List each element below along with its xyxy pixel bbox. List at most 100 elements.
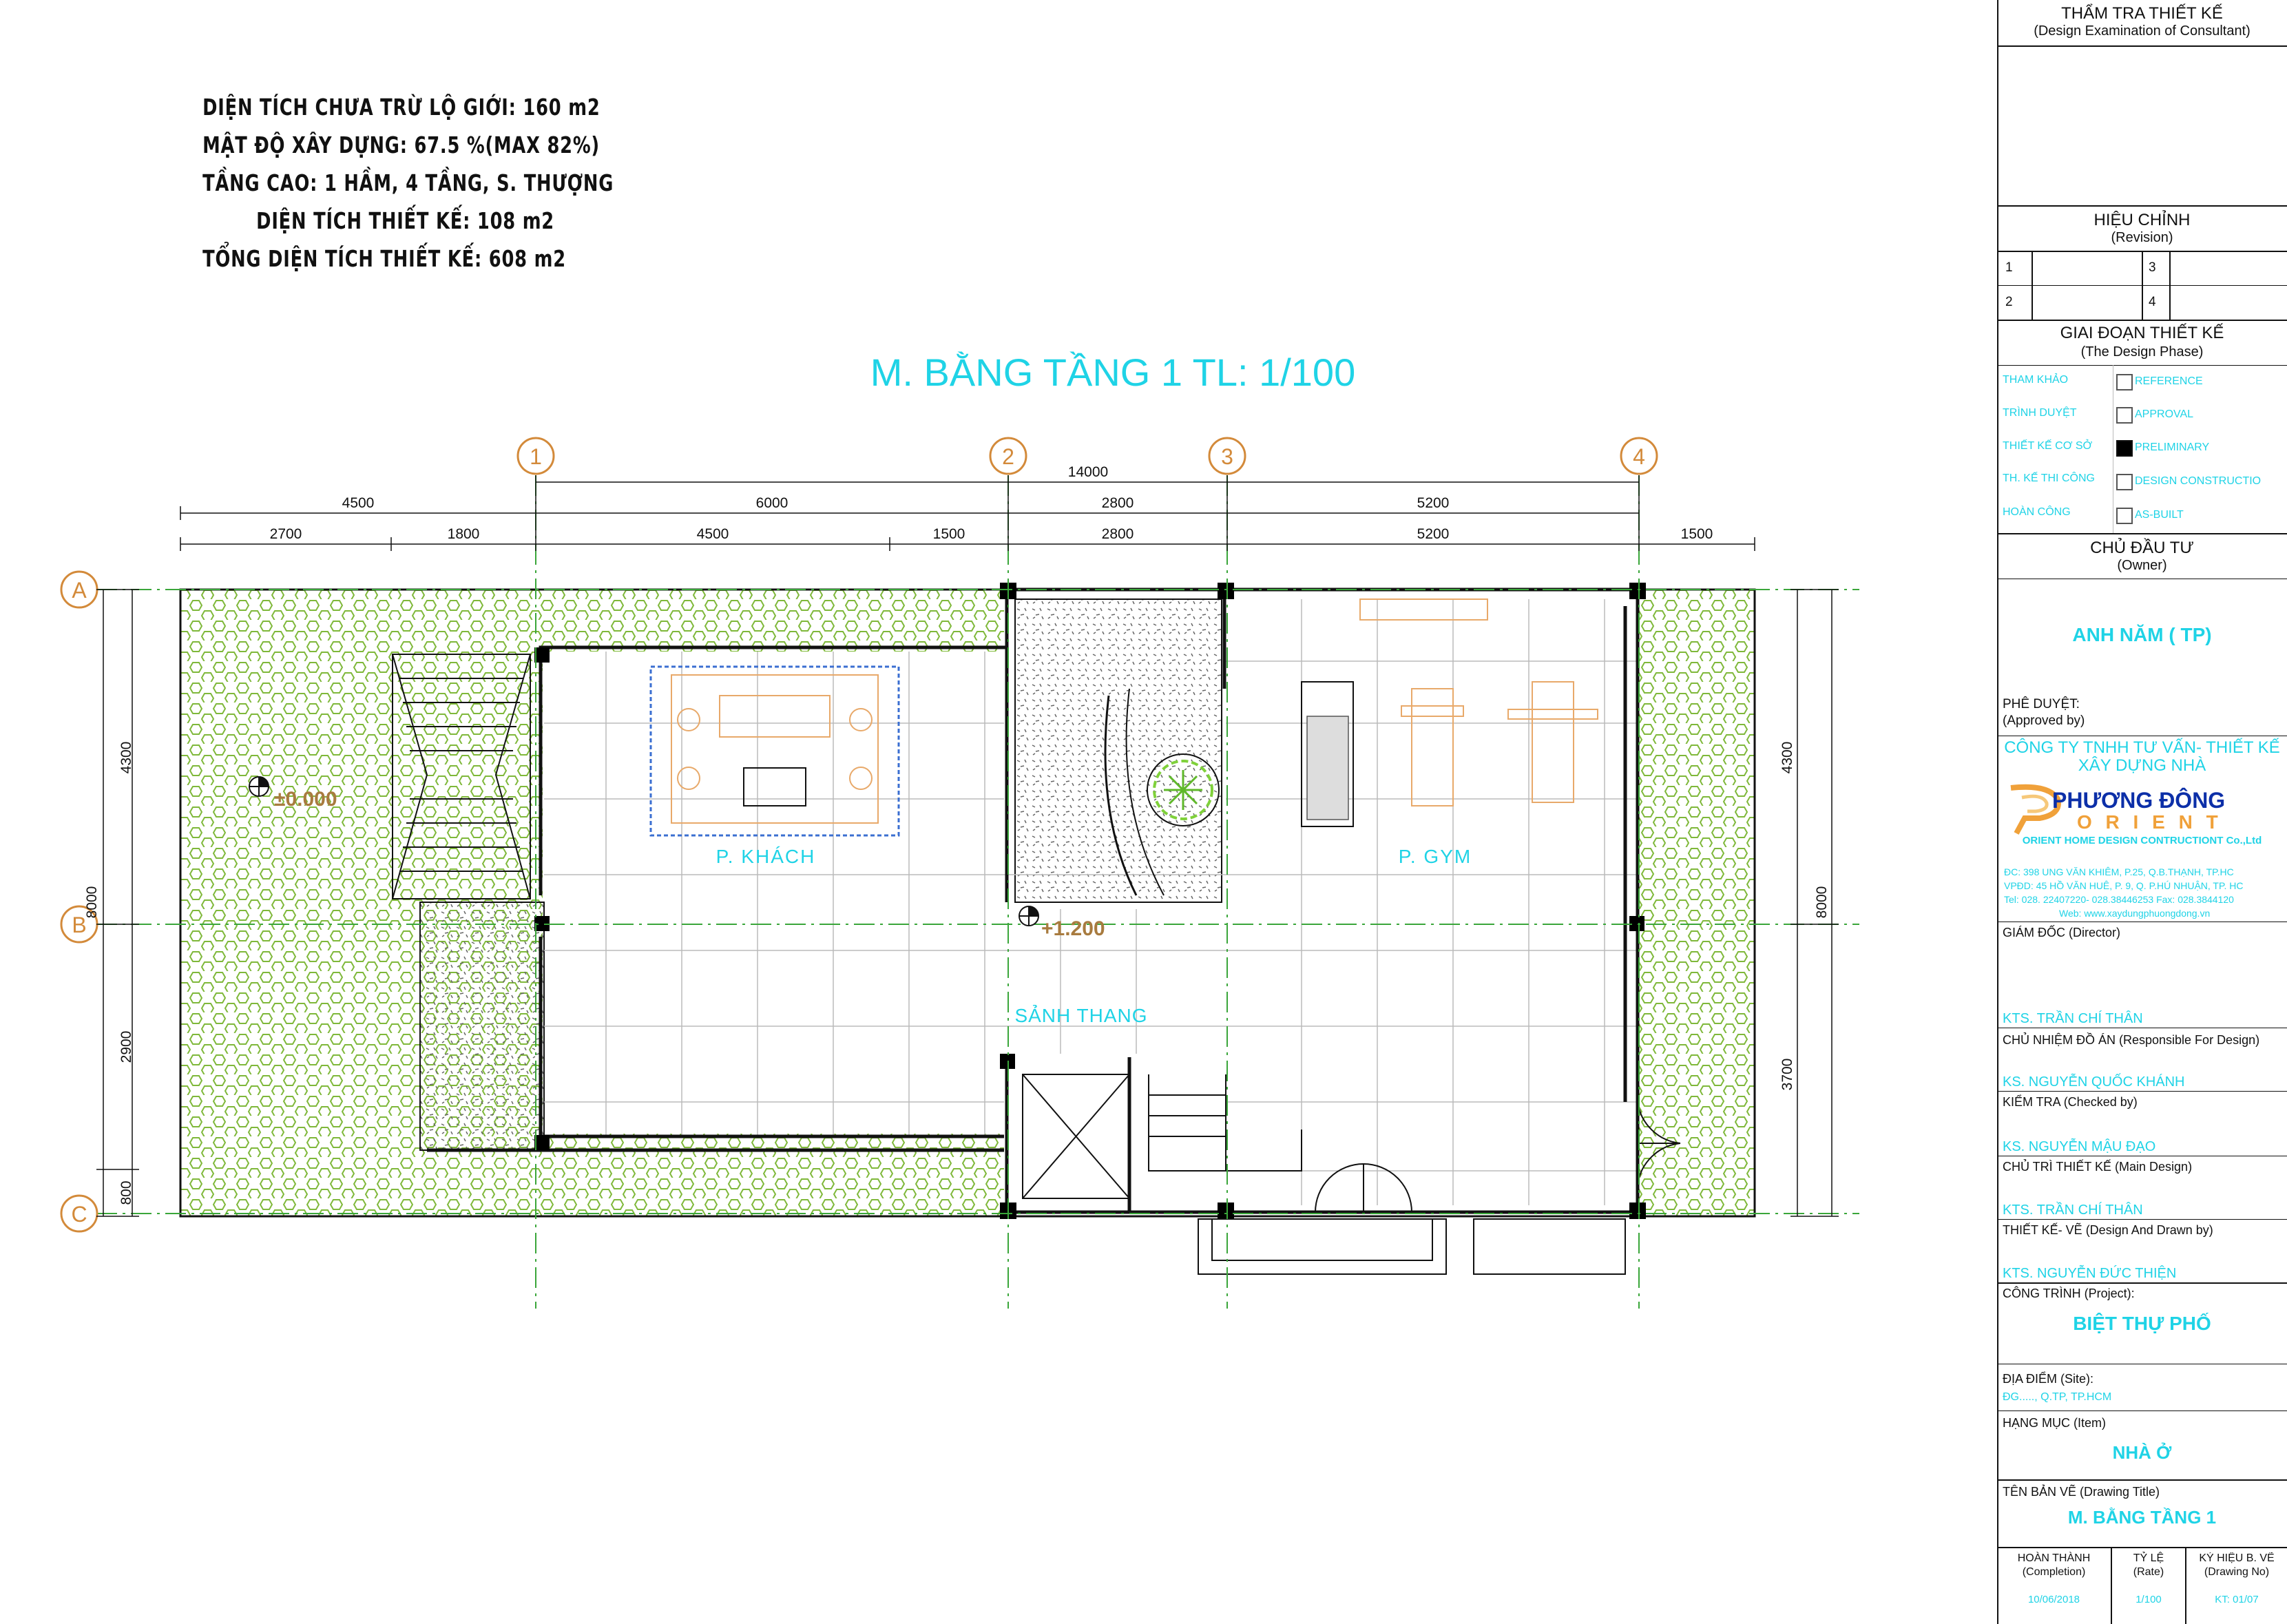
footer-completion-sub: (Completion)	[2022, 1566, 2086, 1578]
phase-vn-3: THIẾT KẾ CƠ SỞ	[2003, 440, 2093, 452]
grid-label-row-a: A	[72, 578, 87, 603]
project-label: CÔNG TRÌNH (Project):	[2003, 1287, 2135, 1300]
dimension-texts: 14000 4500 6000 2800 5200 2700 1800 4500…	[270, 464, 1713, 542]
site-info-line-1: DIỆN TÍCH CHƯA TRỪ LỘ GIỚI: 160 m2	[202, 94, 601, 121]
phase-subtitle: (The Design Phase)	[2080, 344, 2204, 360]
grid-label-row-b: B	[72, 913, 86, 937]
living-area-floor	[543, 652, 1004, 1134]
site-info-line-3: TẦNG CAO: 1 HẦM, 4 TẦNG, S. THƯỢNG	[202, 169, 614, 196]
role-director: GIÁM ĐỐC (Director)	[2003, 926, 2120, 939]
dim-sub-1: 2700	[270, 526, 302, 542]
level-ground-text: ±0.000	[274, 788, 337, 811]
revision-cell-2: 2	[2005, 295, 2013, 309]
curved-staircase	[1104, 688, 1220, 896]
company-phone: Tel: 028. 22407220- 028.38446253 Fax: 02…	[2004, 894, 2234, 905]
dim-sub-4: 1500	[933, 526, 965, 542]
dim-right-3: 3700	[1779, 1059, 1795, 1091]
company-logo-en: ORIENT HOME DESIGN CONTRUCTIONT Co.,Ltd	[2022, 835, 2262, 846]
dimension-lines	[96, 475, 1839, 1217]
company-web: Web: www.xaydungphuongdong.vn	[2059, 908, 2211, 919]
title-block: THẨM TRA THIẾT KẾ (Design Examination of…	[1997, 0, 2287, 1624]
gym-equipment	[1359, 598, 1598, 806]
phase-checkbox-5[interactable]	[2116, 508, 2133, 524]
back-stair	[1148, 1074, 1302, 1172]
company-address-1: ĐC: 398 UNG VĂN KHIÊM, P.25, Q.B.THẠNH, …	[2004, 866, 2234, 877]
role-main-design: CHỦ TRÌ THIẾT KẾ (Main Design)	[2003, 1160, 2193, 1174]
company-address-2: VPĐD: 45 HỒ VĂN HUÊ, P. 9, Q. P.HÚ NHUẬN…	[2004, 880, 2244, 891]
company-name-2: XÂY DỰNG NHÀ	[2078, 756, 2206, 775]
grid-bubble-row-a: A	[60, 570, 98, 609]
grid-bubble-col-4: 4	[1620, 437, 1658, 475]
footer-rate-sub: (Rate)	[2133, 1566, 2164, 1578]
phase-checkbox-2[interactable]	[2116, 407, 2133, 424]
dim-sub-7: 1500	[1681, 526, 1713, 542]
footer-rate-label: TỶ LỆ	[2133, 1552, 2164, 1564]
grid-bubble-col-1: 1	[516, 437, 555, 475]
elevator-shaft	[1022, 1074, 1130, 1199]
dim-sub-2: 1800	[448, 526, 480, 542]
phase-en-5: AS-BUILT	[2135, 509, 2184, 521]
footer-completion-value: 10/06/2018	[2027, 1594, 2080, 1605]
dim-sub-6: 5200	[1417, 526, 1450, 542]
site-info-line-5: TỔNG DIỆN TÍCH THIẾT KẾ: 608 m2	[202, 245, 566, 272]
phase-checkbox-3-checked[interactable]	[2116, 440, 2133, 457]
role-drawn: THIẾT KẾ- VẼ (Design And Drawn by)	[2003, 1223, 2213, 1237]
footer-completion-label: HOÀN THÀNH	[2017, 1552, 2091, 1564]
name-main-design: KTS. TRẦN CHÍ THÂN	[2003, 1203, 2143, 1218]
level-floor-text: +1.200	[1041, 917, 1105, 940]
consultant-title: THẨM TRA THIẾT KẾ	[2061, 4, 2223, 23]
front-porch	[1198, 1218, 1626, 1275]
grid-label-row-c: C	[71, 1202, 87, 1227]
level-marker-ground: ±0.000	[249, 776, 337, 811]
dim-left-3: 2900	[118, 1031, 134, 1063]
grid-label-col-3: 3	[1221, 444, 1233, 469]
footer-rate-value: 1/100	[2135, 1594, 2162, 1605]
revision-title: HIỆU CHỈNH	[2093, 211, 2191, 229]
phase-vn-2: TRÌNH DUYỆT	[2003, 407, 2077, 419]
grid-label-col-4: 4	[1633, 444, 1645, 469]
dim-right-1: 4300	[1779, 742, 1795, 774]
name-drawn: KTS. NGUYỄN ĐỨC THIỆN	[2003, 1266, 2177, 1281]
company-logo-main: PHƯƠNG ĐÔNG	[2052, 788, 2226, 813]
phase-en-4: DESIGN CONSTRUCTIO	[2135, 475, 2262, 487]
room-label-gym: P. GYM	[1399, 846, 1472, 867]
revision-cell-3: 3	[2149, 260, 2156, 275]
phase-checkbox-1[interactable]	[2116, 374, 2133, 391]
phase-vn-4: TH. KẾ THI CÔNG	[2003, 472, 2095, 484]
treadmill-icon	[1301, 681, 1354, 827]
dim-left-2: 8000	[84, 886, 100, 919]
room-label-living: P. KHÁCH	[716, 846, 816, 867]
dim-overall-top: 14000	[1068, 464, 1108, 480]
company-logo-icon	[2010, 784, 2061, 835]
revision-cell-1: 1	[2005, 260, 2013, 275]
consultant-subtitle: (Design Examination of Consultant)	[2034, 23, 2251, 39]
phase-title: GIAI ĐOẠN THIẾT KẾ	[2060, 324, 2224, 342]
dim-right-2: 8000	[1814, 886, 1830, 919]
name-responsible: KS. NGUYỄN QUỐC KHÁNH	[2003, 1074, 2185, 1090]
dimension-texts-vertical: 4300 8000 2900 800 4300 8000 3700	[84, 742, 1830, 1205]
floor-plan-drawing: 1 2 3 4 A B C 14000 4500 6000 28	[60, 351, 1859, 1309]
drawing-label: TÊN BẢN VẼ (Drawing Title)	[2003, 1485, 2160, 1499]
site-value: ĐG....., Q.TP, TP.HCM	[2003, 1391, 2112, 1403]
grid-label-col-1: 1	[530, 444, 542, 469]
site-info-block: DIỆN TÍCH CHƯA TRỪ LỘ GIỚI: 160 m2 MẬT Đ…	[202, 88, 614, 278]
main-stair	[1014, 598, 1222, 903]
phase-en-1: REFERENCE	[2135, 375, 2203, 387]
site-info-line-2: MẬT ĐỘ XÂY DỰNG: 67.5 %(MAX 82%)	[202, 132, 600, 158]
dim-top-3: 2800	[1102, 495, 1134, 511]
item-value: NHÀ Ở	[2112, 1442, 2172, 1463]
drawing-title: M. BẰNG TẦNG 1 TL: 1/100	[870, 351, 1355, 394]
dim-sub-3: 4500	[697, 526, 729, 542]
phase-checkbox-4[interactable]	[2116, 474, 2133, 490]
entry-stair	[419, 902, 545, 1151]
revision-subtitle: (Revision)	[2111, 230, 2173, 245]
name-checked: KS. NGUYỄN MẬU ĐẠO	[2003, 1139, 2156, 1154]
footer-drawingno-value: KT: 01/07	[2215, 1594, 2259, 1605]
dim-top-2: 6000	[756, 495, 789, 511]
owner-name: ANH NĂM ( TP)	[2072, 624, 2212, 645]
dim-sub-5: 2800	[1102, 526, 1134, 542]
entry-chevron-stairs	[392, 654, 531, 899]
dim-left-1: 4300	[118, 742, 134, 774]
footer-drawingno-sub: (Drawing No)	[2204, 1566, 2270, 1578]
phase-en-2: APPROVAL	[2135, 408, 2194, 420]
